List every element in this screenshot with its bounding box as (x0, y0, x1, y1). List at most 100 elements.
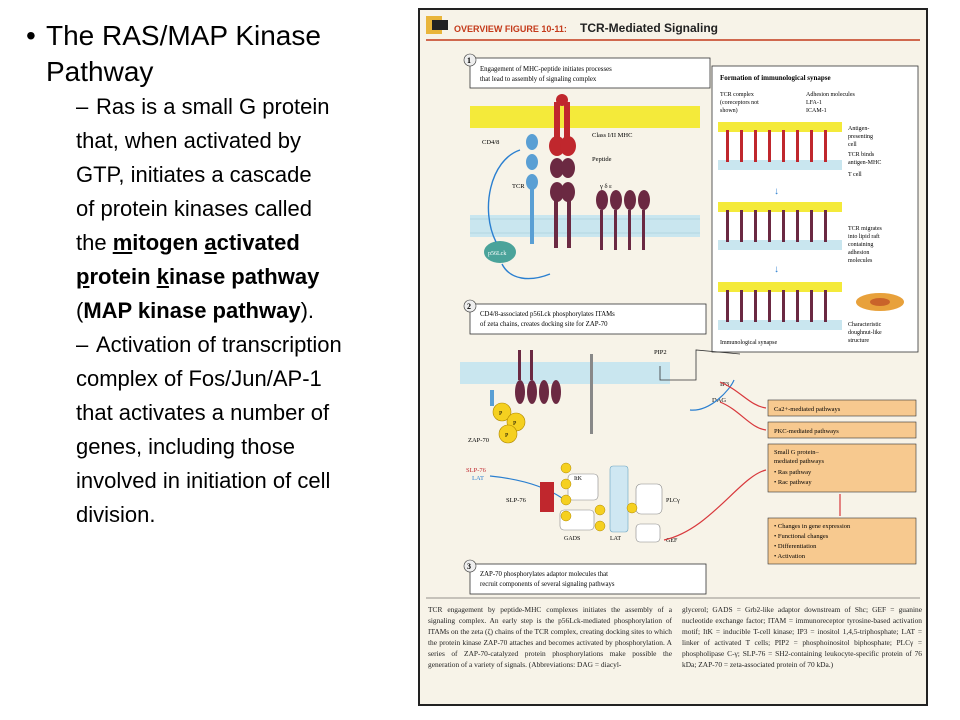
label-zap70: ZAP-70 (468, 437, 489, 444)
synapse-char-3: structure (848, 338, 869, 344)
step2-text-line2: of zeta chains, creates docking site for… (480, 321, 608, 328)
synapse-tcell-membrane (718, 160, 842, 170)
underlined-p: p (76, 264, 89, 289)
figure-caption-left: TCR engagement by peptide-MHC complexes … (428, 604, 672, 670)
doughnut-center (870, 298, 890, 306)
step3-text-line2: recruit components of several signaling … (480, 581, 615, 588)
synapse-apc-membrane (718, 122, 842, 132)
synapse-apc-3: cell (848, 142, 857, 148)
synapse-tcell: T cell (848, 172, 862, 178)
lat-protein (610, 466, 628, 532)
bullet-marker: • (26, 18, 36, 54)
label-gads: GADS (564, 536, 580, 542)
figure-caption-right: glycerol; GADS = Grb2-like adaptor downs… (682, 604, 922, 670)
dash-marker: – (76, 328, 96, 362)
synapse-migr-1: TCR migrates (848, 226, 882, 232)
p56lck-label: p56Lck (488, 251, 506, 257)
rac-pathway-item: • Rac pathway (774, 479, 812, 486)
overview-label: OVERVIEW FIGURE 10-11: (454, 24, 567, 34)
synapse-tcell-membrane (718, 320, 842, 330)
label-itk: ItK (574, 476, 583, 482)
ras-line1: Ras is a small G protein (96, 94, 330, 119)
step2-box (470, 304, 706, 334)
sub-bullet-activation: –Activation of transcription complex of … (26, 328, 416, 532)
red-arrow (664, 470, 766, 540)
step3-text-line1: ZAP-70 phosphorylates adaptor molecules … (480, 571, 608, 578)
apc-membrane (470, 106, 700, 128)
synapse-immunological: Immunological synapse (720, 340, 777, 346)
pip2-arrow (660, 350, 740, 380)
bullet-title-line2: Pathway (46, 54, 416, 90)
slide-text: • The RAS/MAP Kinase Pathway –Ras is a s… (26, 18, 416, 532)
label-lat-blue: LAT (472, 475, 484, 482)
lat-stalk (590, 354, 593, 434)
label-peptide: Peptide (592, 156, 612, 163)
synapse-adhesion-1: Adhesion molecules (806, 92, 855, 98)
act-line6: division. (96, 498, 416, 532)
down-arrow-icon: ↓ (774, 186, 779, 197)
synapse-tcr-complex-3: shown) (720, 107, 738, 114)
synapse-apc-2: presenting (848, 134, 873, 140)
synapse-migr-5: molecules (848, 258, 873, 264)
ras-line3: GTP, initiates a cascade (96, 158, 416, 192)
outcome-2: • Functional changes (774, 533, 829, 540)
tcr-signaling-figure: OVERVIEW FIGURE 10-11: TCR-Mediated Sign… (418, 8, 928, 706)
cd4-tail (490, 390, 494, 406)
text-ctivated: ctivated (217, 230, 300, 255)
ras-pathway-item: • Ras pathway (774, 469, 812, 476)
synapse-apc-membrane (718, 202, 842, 212)
underlined-k: k (157, 264, 169, 289)
ras-line2: that, when activated by (96, 124, 416, 158)
synapse-title: Formation of immunological synapse (720, 74, 831, 82)
label-greek: γ δ ε (599, 183, 612, 190)
ras-line5: the mitogen activated (96, 226, 416, 260)
step2-text-line1: CD4/8-associated p56Lck phosphorylates I… (480, 311, 615, 318)
act-line5: involved in initiation of cell (96, 464, 416, 498)
synapse-migr-4: adhesion (848, 250, 869, 256)
synapse-migr-2: into lipid raft (848, 233, 880, 240)
gef-protein (636, 524, 660, 542)
itk-protein (568, 474, 598, 500)
figure-title: TCR-Mediated Signaling (580, 21, 718, 35)
outcome-4: • Activation (774, 553, 806, 560)
step1-text-line2: that lead to assembly of signaling compl… (480, 76, 597, 83)
down-arrow-icon: ↓ (774, 264, 779, 275)
figure-svg: OVERVIEW FIGURE 10-11: TCR-Mediated Sign… (420, 10, 926, 704)
synapse-tcr-complex-1: TCR complex (720, 92, 754, 98)
plcg-protein (636, 484, 662, 514)
slp76-protein (540, 482, 554, 512)
dash-marker: – (76, 90, 96, 124)
bullet-title: • The RAS/MAP Kinase Pathway (26, 18, 416, 90)
label-slp76-red: SLP-76 (466, 467, 487, 474)
step2-number: 2 (467, 302, 471, 311)
step1-text-line1: Engagement of MHC-peptide initiates proc… (480, 66, 612, 73)
red-arrow (720, 382, 766, 408)
synapse-adhesion-2: LFA-1 (806, 100, 822, 106)
tcell-membrane-2 (460, 362, 670, 384)
ras-line7: (MAP kinase pathway). (96, 294, 416, 328)
underlined-m: m (113, 230, 133, 255)
synapse-tcell-membrane (718, 240, 842, 250)
text-inase: inase pathway (169, 264, 319, 289)
label-mhc: Class I/II MHC (592, 132, 632, 139)
act-line2: complex of Fos/Jun/AP-1 (96, 362, 416, 396)
paren-close: ). (301, 298, 314, 323)
text-itogen: itogen (132, 230, 204, 255)
synapse-char-1: Characteristic (848, 322, 882, 328)
step3-number: 3 (467, 562, 471, 571)
label-slp76: SLP-76 (506, 497, 527, 504)
step3-box (470, 564, 706, 594)
synapse-binds-1: TCR binds (848, 152, 875, 158)
step1-number: 1 (467, 56, 471, 65)
synapse-apc-membrane (718, 282, 842, 292)
synapse-apc-1: Antigen- (848, 126, 869, 132)
bullet-title-line1: The RAS/MAP Kinase (46, 18, 416, 54)
label-pip2: PIP2 (654, 349, 667, 356)
ras-line6: protein kinase pathway (96, 260, 416, 294)
tcell-membrane (470, 215, 700, 237)
synapse-adhesion-3: ICAM-1 (806, 108, 827, 114)
synapse-migr-3: containing (848, 242, 873, 248)
zap70-kinase (493, 403, 525, 443)
ras-line4: of protein kinases called (96, 192, 416, 226)
synapse-binds-2: antigen-MHC (848, 160, 881, 166)
